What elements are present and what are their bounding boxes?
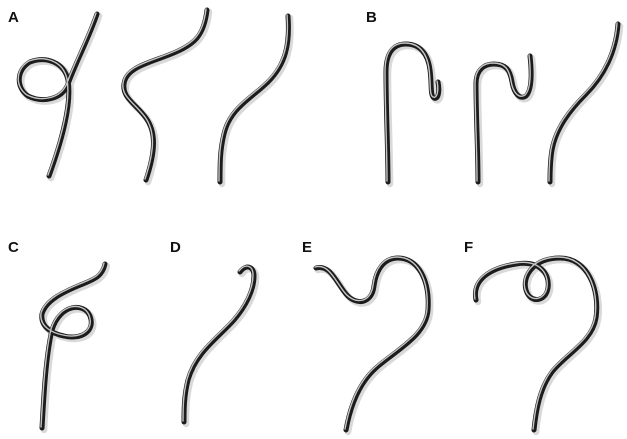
wire-b3-gentle [549, 23, 620, 184]
wire-e-wave [315, 257, 430, 432]
panel-label-b: B [366, 9, 377, 26]
panel-label-f: F [464, 239, 473, 256]
wire-d-hook [183, 266, 256, 424]
panel-f: F [464, 239, 599, 432]
panel-c: C [8, 239, 107, 430]
panel-d: D [170, 239, 256, 424]
panel-a: A [8, 9, 290, 184]
wire-b1-hook [385, 43, 441, 184]
wire-b2-double-hook [475, 55, 533, 184]
panel-e: E [302, 239, 430, 432]
wire-c-loop [41, 263, 107, 430]
wire-a3-gentle [219, 15, 290, 184]
panel-label-c: C [8, 239, 19, 256]
wire-a1-loop [18, 13, 99, 178]
wire-f-loop [474, 257, 598, 432]
panel-label-e: E [302, 239, 312, 256]
panel-b: B [366, 9, 620, 184]
panel-label-d: D [170, 239, 181, 256]
panel-label-a: A [8, 9, 19, 26]
wire-a2-s [123, 9, 209, 182]
